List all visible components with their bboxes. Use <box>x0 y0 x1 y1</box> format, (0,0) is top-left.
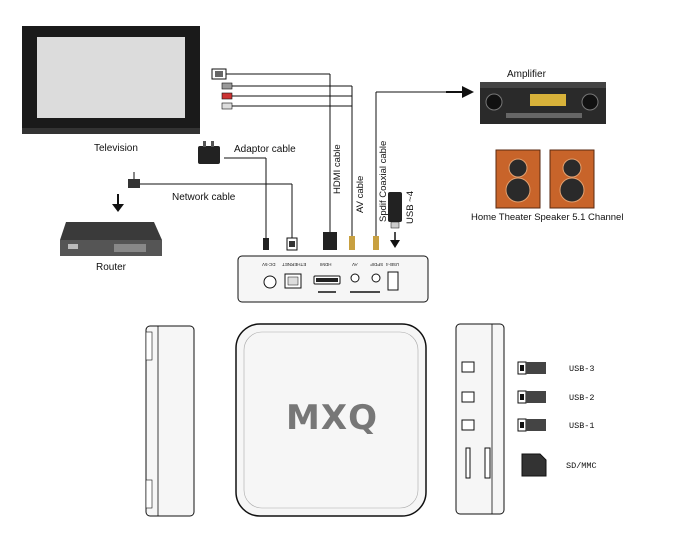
port-dc-label: DC-5V <box>262 262 276 267</box>
amplifier-label: Amplifier <box>507 69 546 80</box>
router-label: Router <box>96 262 127 273</box>
usb3-label: USB-3 <box>569 364 595 374</box>
sd-mmc-label: SD/MMC <box>566 461 597 471</box>
television-illustration <box>22 26 200 134</box>
rca-plugs-icon <box>221 82 233 110</box>
device-right-side <box>455 323 505 515</box>
usb4-label: USB ~4 <box>405 190 416 224</box>
usb3-connector-icon <box>517 361 546 375</box>
port-av-label: AV <box>352 262 358 267</box>
av-cable-label: AV cable <box>355 175 366 213</box>
speaker-left-illustration <box>495 149 541 209</box>
usb2-connector-icon <box>517 390 546 404</box>
usb-stick-icon <box>388 192 402 248</box>
spdif-cable-label: Spdif Coaxial cable <box>378 140 389 222</box>
device-left-side <box>145 325 195 517</box>
speakers-label: Home Theater Speaker 5.1 Channel <box>471 212 624 223</box>
device-connector-plugs <box>263 232 379 251</box>
speaker-right-illustration <box>549 149 595 209</box>
port-hdmi-label: HDMI <box>320 262 332 267</box>
network-cable-label: Network cable <box>172 192 236 203</box>
device-back-panel <box>237 255 429 303</box>
television-label: Television <box>94 143 138 154</box>
adaptor-cable-label: Adaptor cable <box>234 144 296 155</box>
cables <box>140 73 446 238</box>
hdmi-plug-icon <box>211 68 227 80</box>
mxq-logo: MXQ <box>286 398 378 438</box>
usb2-label: USB-2 <box>569 393 595 403</box>
device-top-view <box>235 323 427 517</box>
usb1-label: USB-1 <box>569 421 595 431</box>
power-adaptor-icon <box>198 141 220 164</box>
port-ethernet-label: ETHERNET <box>282 262 307 267</box>
router-arrow-icon <box>112 194 124 212</box>
usb1-connector-icon <box>517 418 546 432</box>
amplifier-illustration <box>480 82 606 124</box>
amplifier-arrow-icon <box>446 86 474 98</box>
port-usb-label: USB-4 <box>386 262 400 267</box>
router-illustration <box>60 222 162 256</box>
network-plug-icon <box>128 172 140 188</box>
hdmi-cable-label: HDMI cable <box>332 144 343 194</box>
port-spdif-label: SPDIF <box>370 262 384 267</box>
sd-card-icon <box>521 453 547 477</box>
